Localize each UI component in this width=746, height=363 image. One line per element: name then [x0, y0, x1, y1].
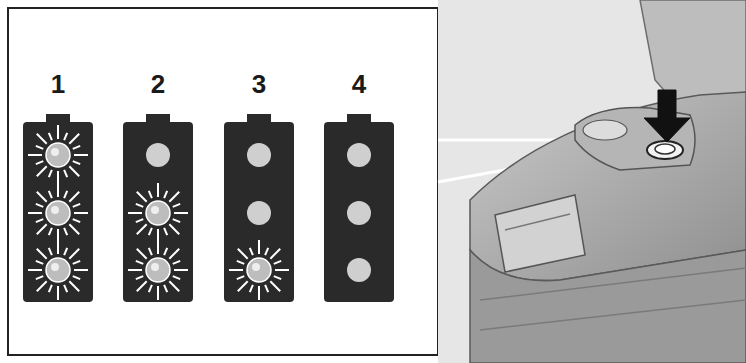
battery-icons: [23, 114, 394, 302]
battery-icon: [224, 114, 294, 302]
battery-icon: [324, 114, 394, 302]
battery-icon: [123, 114, 193, 302]
tool-drawing: [438, 0, 746, 363]
panel-frame: [8, 8, 438, 355]
callout-number: 1: [51, 71, 65, 97]
callout-number: 4: [352, 71, 366, 97]
callout-number: 2: [151, 71, 165, 97]
callout-number: 3: [252, 71, 266, 97]
battery-icon: [23, 114, 93, 302]
